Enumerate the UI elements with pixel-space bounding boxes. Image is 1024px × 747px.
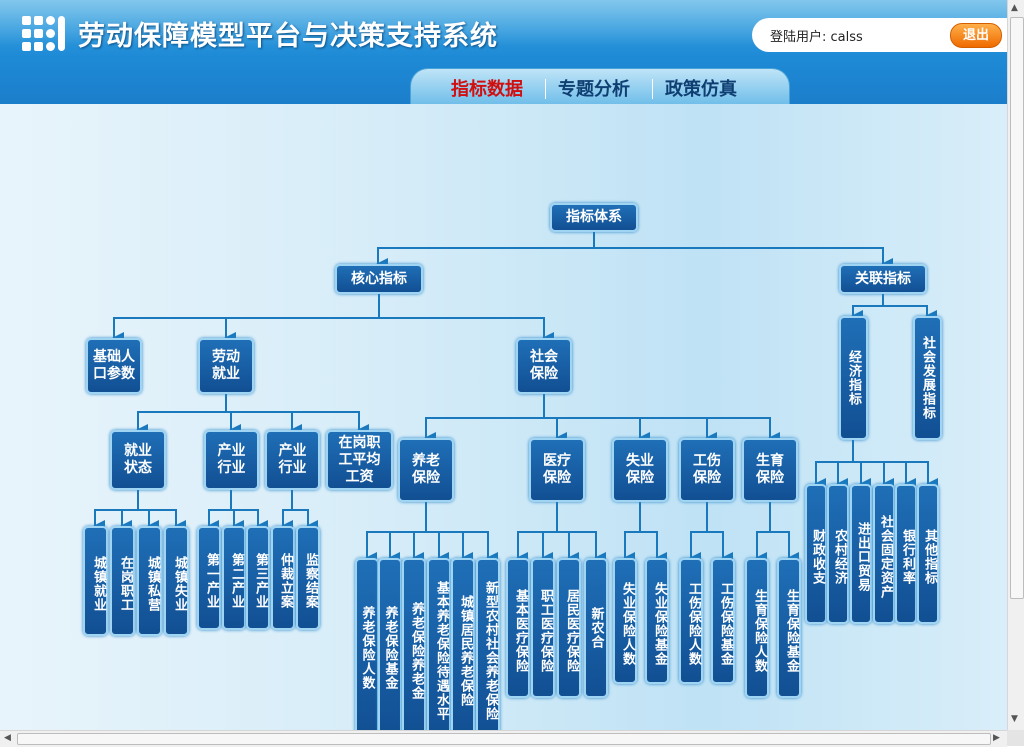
tree-leaf-other-indicators[interactable]: 其他指标 [917,484,939,624]
scroll-up-arrow-icon[interactable]: ▲ [1011,3,1018,13]
tree-leaf-bank-rate[interactable]: 银行利率 [895,484,917,624]
tree-leaf-pension-count[interactable]: 养老保险人数 [355,558,379,730]
tree-leaf-staff-medical[interactable]: 职工医疗保险 [531,558,555,698]
tree-node-social-development[interactable]: 社会发展指标 [913,316,942,440]
tree-leaf-rural-economy[interactable]: 农村经济 [827,484,849,624]
tree-leaf-import-export[interactable]: 进出口贸易 [850,484,872,624]
tree-leaf-fixed-assets[interactable]: 社会固定资产 [873,484,895,624]
tree-node-pension-insurance[interactable]: 养老保险 [398,438,454,502]
tree-leaf-pension-fund[interactable]: 养老保险基金 [378,558,402,730]
tree-node-core-indicators[interactable]: 核心指标 [335,264,423,294]
tree-leaf-unemployment-count[interactable]: 失业保险人数 [613,558,637,684]
scroll-down-arrow-icon[interactable]: ▼ [1011,714,1018,724]
tree-leaf-urban-employment[interactable]: 城镇就业 [83,526,108,636]
tree-node-industry-sector[interactable]: 产业行业 [265,430,320,490]
logged-in-user-label: 登陆用户: calss [770,30,863,45]
tree-leaf-primary-industry[interactable]: 第一产业 [197,526,221,630]
tree-leaf-unemployment-fund[interactable]: 失业保险基金 [645,558,669,684]
tree-leaf-basic-medical[interactable]: 基本医疗保险 [506,558,530,698]
tree-leaf-on-post-staff[interactable]: 在岗职工 [110,526,135,636]
scroll-left-arrow-icon[interactable]: ◀ [4,733,11,743]
user-info-box: 登陆用户: calss 退出 [752,18,1007,52]
tree-node-unemployment-insurance[interactable]: 失业保险 [612,438,668,502]
horizontal-scrollbar[interactable]: ◀ ▶ [0,730,1007,747]
tree-leaf-secondary-industry[interactable]: 第二产业 [222,526,246,630]
tab-policy-simulation[interactable]: 政策仿真 [665,79,737,100]
scroll-right-arrow-icon[interactable]: ▶ [993,733,1000,743]
tree-leaf-resident-medical[interactable]: 居民医疗保险 [557,558,581,698]
tree-node-economic-indicators[interactable]: 经济指标 [839,316,868,440]
vertical-scroll-thumb[interactable] [1010,17,1024,599]
tree-node-labor-employment[interactable]: 劳动就业 [198,338,254,394]
tree-leaf-inspection-closure[interactable]: 监察结案 [296,526,320,630]
tree-leaf-urban-unemployment[interactable]: 城镇失业 [164,526,189,636]
horizontal-scroll-thumb[interactable] [17,733,991,745]
tree-leaf-pension-payment[interactable]: 养老保险养老金 [402,558,426,730]
tree-leaf-tertiary-industry[interactable]: 第三产业 [246,526,270,630]
tree-leaf-urban-private[interactable]: 城镇私营 [137,526,162,636]
tree-node-medical-insurance[interactable]: 医疗保险 [529,438,585,502]
tree-leaf-injury-fund[interactable]: 工伤保险基金 [711,558,735,684]
tree-leaf-urban-resident-pension[interactable]: 城镇居民养老保险 [451,558,475,730]
tree-node-average-wage[interactable]: 在岗职工平均工资 [326,430,393,490]
tree-leaf-maternity-count[interactable]: 生育保险人数 [745,558,769,698]
app-window: 劳动保障模型平台与决策支持系统 登陆用户: calss 退出 指标数据 专题分析… [0,0,1007,730]
tab-indicator-data[interactable]: 指标数据 [451,79,523,100]
tree-node-root[interactable]: 指标体系 [550,203,638,232]
tree-node-social-insurance[interactable]: 社会保险 [516,338,572,394]
tree-connector-lines [93,232,938,564]
tree-leaf-new-rural-coop[interactable]: 新农合 [584,558,608,698]
main-nav-tabs: 指标数据 专题分析 政策仿真 [410,68,790,105]
tab-separator [545,79,546,99]
logout-button[interactable]: 退出 [950,23,1002,48]
header-bar: 劳动保障模型平台与决策支持系统 登陆用户: calss 退出 指标数据 专题分析… [0,0,1007,105]
app-logo [22,16,70,56]
tree-leaf-fiscal[interactable]: 财政收支 [805,484,827,624]
tree-leaf-basic-pension-level[interactable]: 基本养老保险待遇水平 [427,558,451,730]
tree-leaf-arbitration-filing[interactable]: 仲裁立案 [271,526,295,630]
scrollbar-corner [1007,730,1024,746]
tree-node-injury-insurance[interactable]: 工伤保险 [679,438,735,502]
tree-node-basic-population[interactable]: 基础人口参数 [86,338,142,394]
tree-node-related-indicators[interactable]: 关联指标 [839,264,927,294]
app-title: 劳动保障模型平台与决策支持系统 [78,21,498,52]
tree-leaf-maternity-fund[interactable]: 生育保险基金 [777,558,801,698]
tab-separator [652,79,653,99]
tab-topic-analysis[interactable]: 专题分析 [558,79,630,100]
tree-node-maternity-insurance[interactable]: 生育保险 [742,438,798,502]
vertical-scrollbar[interactable]: ▲ ▼ [1007,0,1024,730]
tree-node-industry-sector[interactable]: 产业行业 [204,430,259,490]
tree-node-employment-status[interactable]: 就业状态 [110,430,166,490]
tree-leaf-injury-count[interactable]: 工伤保险人数 [679,558,703,684]
tree-leaf-rural-social-pension[interactable]: 新型农村社会养老保险 [476,558,500,730]
